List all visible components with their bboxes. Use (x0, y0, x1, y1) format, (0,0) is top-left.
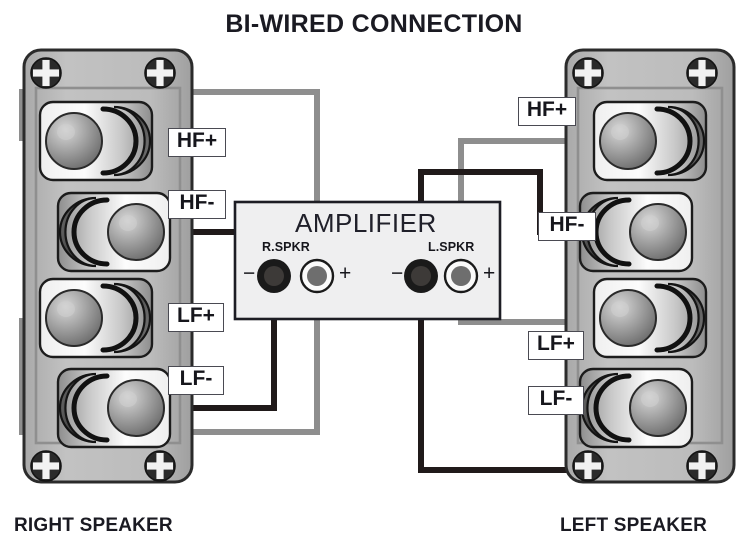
screw-icon (30, 450, 62, 482)
right-speaker-caption: RIGHT SPEAKER (14, 515, 173, 536)
amp-left-plus-sign: + (483, 262, 496, 285)
amp-terminal-r-plus[interactable] (299, 258, 335, 294)
screw-icon (30, 57, 62, 89)
terminal-post-right-hf-plus[interactable] (40, 102, 152, 180)
terminal-post-left-hf-plus[interactable] (594, 102, 706, 180)
amp-channel-label-right: R.SPKR (262, 240, 310, 254)
amp-left-minus-sign: − (391, 262, 404, 285)
amp-right-plus-sign: + (339, 262, 352, 285)
label-right-lf-minus: LF- (168, 366, 224, 395)
terminal-post-left-lf-minus[interactable] (580, 369, 692, 447)
screw-icon (144, 450, 176, 482)
screw-icon (686, 450, 718, 482)
label-right-hf-plus: HF+ (168, 128, 226, 157)
label-left-lf-minus: LF- (528, 386, 584, 415)
label-left-hf-plus: HF+ (518, 97, 576, 126)
screw-icon (572, 450, 604, 482)
terminal-post-left-hf-minus[interactable] (580, 193, 692, 271)
page-title: BI-WIRED CONNECTION (225, 10, 523, 38)
screw-icon (144, 57, 176, 89)
terminal-post-left-lf-plus[interactable] (594, 279, 706, 357)
amp-terminal-r-minus[interactable] (257, 259, 291, 293)
label-right-hf-minus: HF- (168, 190, 226, 219)
amp-terminal-l-minus[interactable] (404, 259, 438, 293)
left-speaker-caption: LEFT SPEAKER (560, 515, 708, 536)
label-left-hf-minus: HF- (538, 212, 596, 241)
right-speaker-panel (22, 48, 194, 484)
amp-channel-label-left: L.SPKR (428, 240, 475, 254)
left-speaker-panel (564, 48, 736, 484)
screw-icon (686, 57, 718, 89)
amp-right-minus-sign: − (243, 262, 256, 285)
terminal-post-right-lf-plus[interactable] (40, 279, 152, 357)
amp-terminal-l-plus[interactable] (443, 258, 479, 294)
terminal-post-right-lf-minus[interactable] (58, 369, 170, 447)
screw-icon (572, 57, 604, 89)
label-left-lf-plus: LF+ (528, 331, 584, 360)
label-right-lf-plus: LF+ (168, 303, 224, 332)
terminal-post-right-hf-minus[interactable] (58, 193, 170, 271)
amplifier-label: AMPLIFIER (295, 208, 437, 238)
